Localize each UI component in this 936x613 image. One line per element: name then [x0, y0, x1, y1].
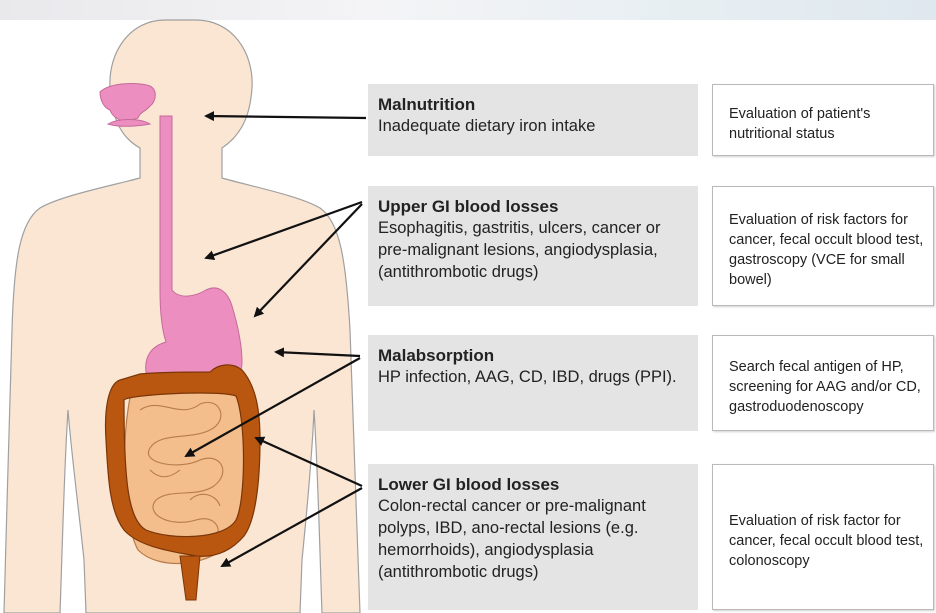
cause-box-upper-gi: Upper GI blood losses Esophagitis, gastr…	[368, 186, 698, 306]
action-text: Evaluation of risk factors for cancer, f…	[729, 210, 925, 290]
cause-title: Malabsorption	[378, 345, 688, 366]
action-box-upper-gi: Evaluation of risk factors for cancer, f…	[712, 186, 934, 306]
cause-description: Inadequate dietary iron intake	[378, 115, 688, 137]
cause-title: Upper GI blood losses	[378, 196, 688, 217]
cause-box-lower-gi: Lower GI blood losses Colon-rectal cance…	[368, 464, 698, 610]
action-box-malabsorption: Search fecal antigen of HP, screening fo…	[712, 335, 934, 431]
cause-box-malabsorption: Malabsorption HP infection, AAG, CD, IBD…	[368, 335, 698, 431]
cause-box-malnutrition: Malnutrition Inadequate dietary iron int…	[368, 84, 698, 156]
cause-title: Lower GI blood losses	[378, 474, 688, 495]
cause-title: Malnutrition	[378, 94, 688, 115]
action-text: Evaluation of risk factor for cancer, fe…	[729, 511, 925, 571]
cause-description: Colon-rectal cancer or pre-malignant pol…	[378, 495, 688, 583]
action-text: Search fecal antigen of HP, screening fo…	[729, 357, 925, 417]
action-box-malnutrition: Evaluation of patient's nutritional stat…	[712, 84, 934, 156]
action-box-lower-gi: Evaluation of risk factor for cancer, fe…	[712, 464, 934, 610]
cause-description: HP infection, AAG, CD, IBD, drugs (PPI).	[378, 366, 688, 388]
action-text: Evaluation of patient's nutritional stat…	[729, 104, 925, 144]
cause-description: Esophagitis, gastritis, ulcers, cancer o…	[378, 217, 688, 283]
